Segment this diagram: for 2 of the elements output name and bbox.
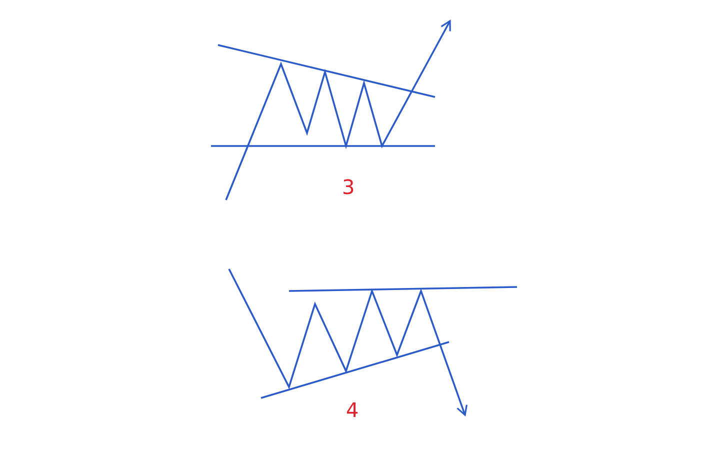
figure-number: 4 [346,399,359,421]
figure-number: 3 [342,176,355,198]
